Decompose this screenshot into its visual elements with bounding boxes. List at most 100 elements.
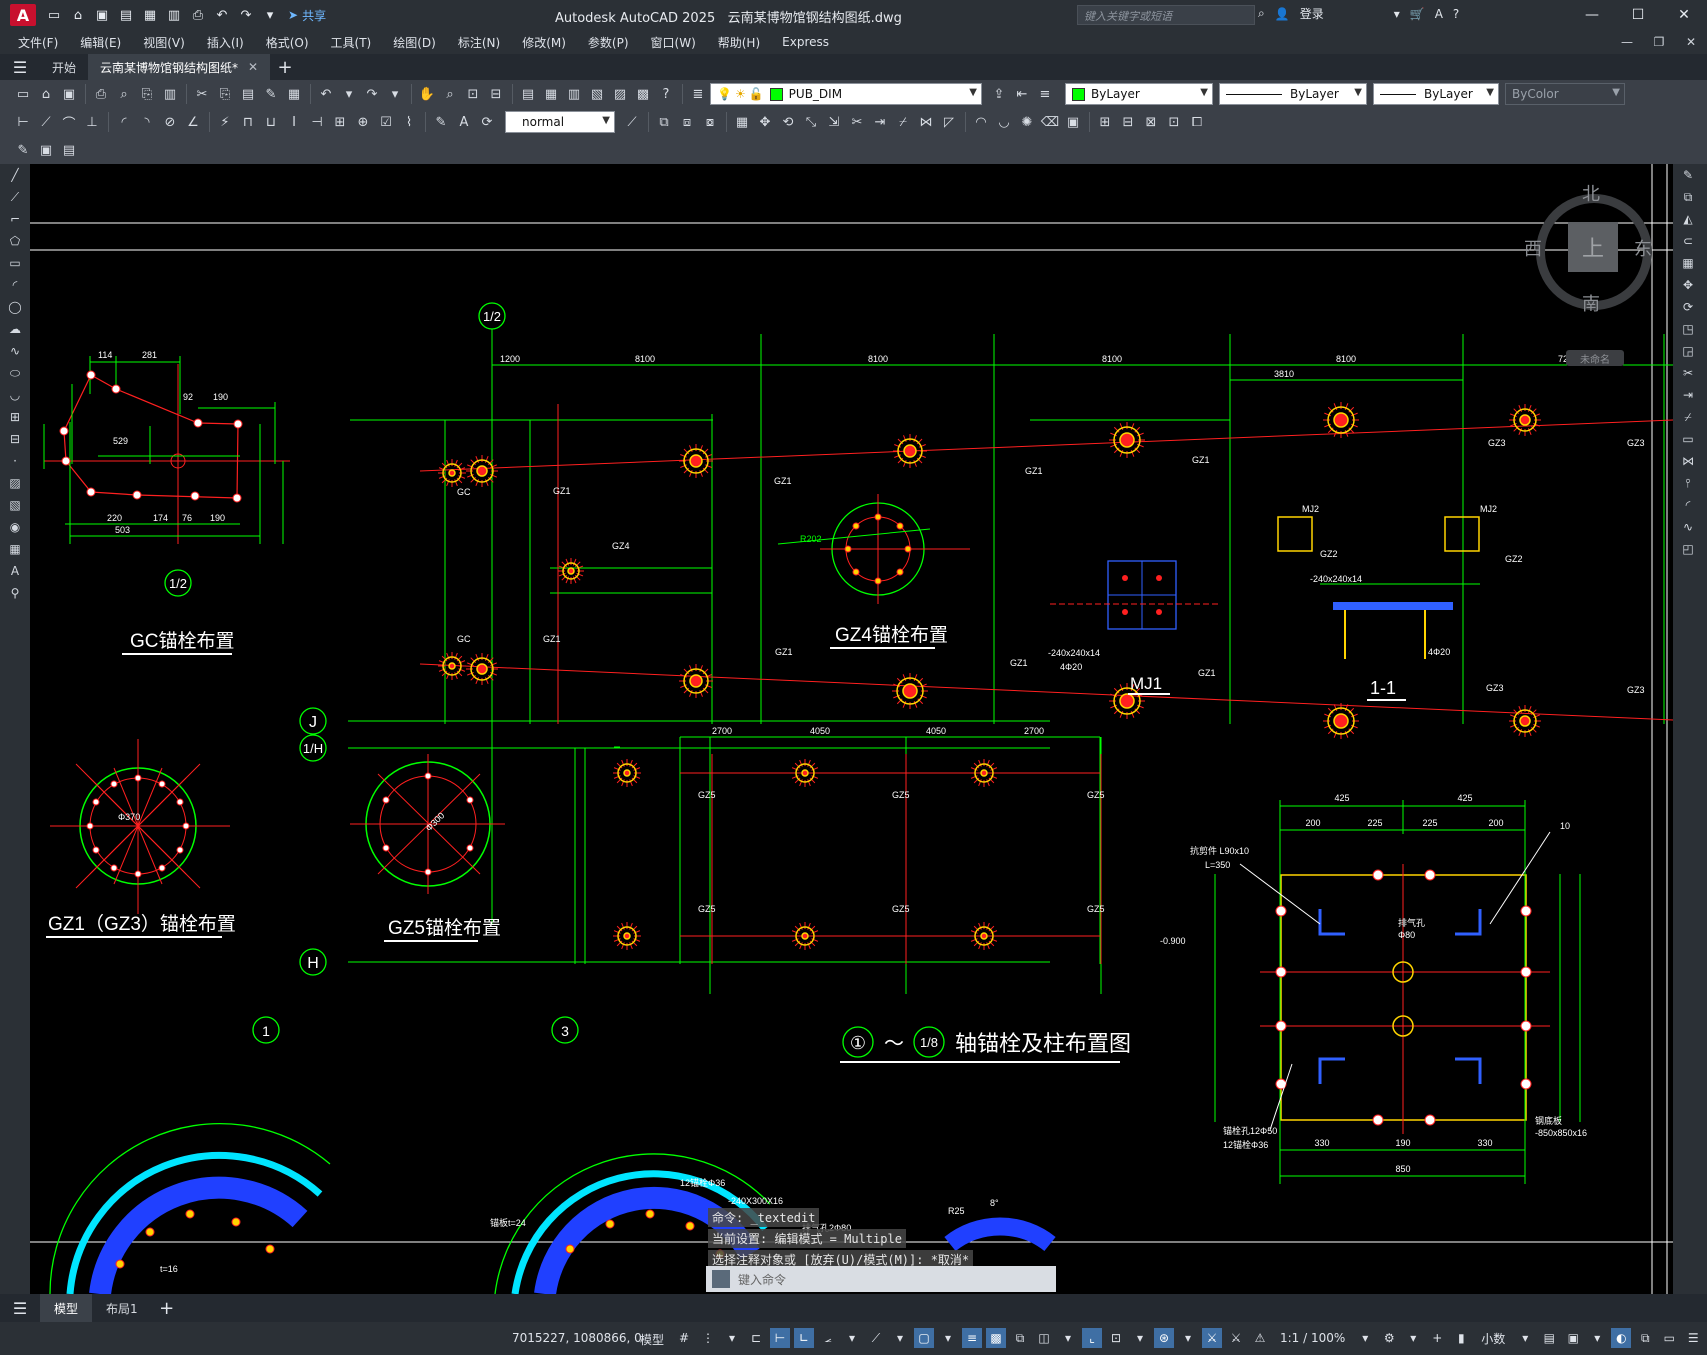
explode-icon[interactable]: ✺: [1021, 114, 1033, 130]
arc-length-icon[interactable]: ⌒: [62, 116, 76, 132]
make-block-icon[interactable]: ⊟: [9, 432, 21, 446]
selection-filter-icon[interactable]: ⊡: [1110, 1331, 1122, 1345]
lock-dropdown-icon[interactable]: ▾: [1594, 1331, 1601, 1345]
new-tab-button[interactable]: +: [277, 56, 293, 78]
copy-icon[interactable]: ⧉: [1683, 189, 1693, 204]
ordinate-dim-icon[interactable]: ⊥: [86, 114, 98, 130]
share-button[interactable]: ➤ 共享: [288, 8, 327, 23]
lineweight-dropdown[interactable]: ByLayer ▼: [1373, 83, 1499, 105]
qnew-icon[interactable]: ▭: [16, 86, 30, 102]
refclose-icon[interactable]: ▣: [39, 142, 53, 158]
make-current-layer-icon[interactable]: ⇪: [993, 86, 1005, 102]
units-label[interactable]: 小数: [1481, 1331, 1506, 1346]
scale-dropdown-icon[interactable]: ▾: [1362, 1331, 1369, 1345]
clean-screen-icon[interactable]: ▭: [1663, 1331, 1675, 1345]
menu-tools[interactable]: 工具(T): [330, 35, 372, 50]
rotate-icon[interactable]: ⟳: [1682, 300, 1694, 314]
auto-scale-icon[interactable]: ⚔: [1230, 1331, 1242, 1345]
infer-constraints-icon[interactable]: ⊏: [750, 1331, 762, 1345]
menu-express[interactable]: Express: [782, 35, 829, 49]
line-icon[interactable]: ╱: [11, 168, 19, 182]
dim-break-icon[interactable]: ⊣: [311, 114, 323, 130]
search-icon[interactable]: ⌕: [1258, 6, 1265, 20]
markup-icon[interactable]: ▨: [613, 86, 627, 102]
extend-icon[interactable]: ⇥: [874, 114, 886, 130]
tab-model[interactable]: 模型: [40, 1294, 93, 1322]
trim-icon[interactable]: ✂: [1682, 366, 1694, 380]
group-icon[interactable]: ▣: [1066, 114, 1080, 130]
trim-icon[interactable]: ✂: [851, 114, 863, 130]
quick-dim-icon[interactable]: ⚡: [220, 114, 230, 130]
wblock-icon[interactable]: ⧠: [1191, 114, 1203, 130]
region-icon[interactable]: ◉: [9, 520, 21, 534]
stretch-icon[interactable]: ◲: [1682, 344, 1694, 358]
layer-dropdown[interactable]: 💡 ☀ 🔓 PUB_DIM ▼: [710, 83, 982, 105]
design-center-icon[interactable]: ▦: [544, 86, 558, 102]
rectangle-icon[interactable]: ▭: [9, 256, 21, 270]
refset-icon[interactable]: ▤: [62, 142, 76, 158]
polygon-icon[interactable]: ⬠: [9, 234, 21, 248]
command-input[interactable]: 键入命令: [706, 1266, 1056, 1292]
object-snap-icon[interactable]: ▢: [914, 1328, 934, 1348]
graphics-performance-icon[interactable]: ⧉: [1641, 1330, 1650, 1345]
transparency-icon[interactable]: ▩: [986, 1328, 1006, 1348]
redo-dropdown-icon[interactable]: ▾: [391, 86, 399, 102]
workspace-dropdown-icon[interactable]: ▾: [1410, 1331, 1417, 1345]
explode-icon[interactable]: ◰: [1682, 542, 1694, 556]
undo-icon[interactable]: ↶: [216, 7, 228, 23]
dim-space-icon[interactable]: I: [292, 114, 296, 130]
object-snap-dropdown-icon[interactable]: ▾: [944, 1331, 952, 1345]
workspace-icon[interactable]: ⚙: [1383, 1331, 1395, 1345]
fillet-icon[interactable]: ◠: [975, 114, 987, 130]
menu-modify[interactable]: 修改(M): [522, 35, 566, 50]
login-button[interactable]: 登录: [1299, 7, 1324, 21]
plot-icon[interactable]: ⎙: [95, 86, 107, 102]
break-icon[interactable]: ▭: [1682, 432, 1694, 446]
block-editor-icon[interactable]: ▦: [287, 86, 301, 102]
menu-edit[interactable]: 编辑(E): [80, 35, 122, 50]
ucs-menu[interactable]: 未命名: [1566, 350, 1624, 366]
mirror-icon[interactable]: ◭: [1683, 212, 1693, 226]
copy-object-icon[interactable]: ⧉: [659, 114, 669, 130]
export-icon[interactable]: ▥: [167, 7, 181, 23]
gradient-icon[interactable]: ▧: [9, 498, 21, 512]
new-file-icon[interactable]: ▭: [47, 7, 61, 23]
blend-icon[interactable]: ◡: [998, 114, 1010, 130]
save-as-icon[interactable]: ▤: [119, 7, 133, 23]
menu-parametric[interactable]: 参数(P): [587, 35, 629, 50]
paste-icon[interactable]: ▤: [241, 86, 255, 102]
move-icon[interactable]: ✥: [759, 114, 771, 130]
tab-layout1[interactable]: 布局1: [106, 1301, 138, 1316]
zoom-window-icon[interactable]: ⊡: [467, 86, 479, 102]
viewcube-top-face[interactable]: 上: [1568, 222, 1618, 272]
search-input[interactable]: 键入关键字或短语: [1077, 5, 1255, 25]
help-icon[interactable]: ?: [662, 86, 670, 102]
offset-icon[interactable]: ⊂: [1682, 234, 1694, 248]
doc-close-icon[interactable]: ✕: [1685, 35, 1697, 49]
user-icon[interactable]: 👤: [1274, 6, 1290, 21]
rotate-icon[interactable]: ⟲: [782, 114, 794, 130]
menu-dimension[interactable]: 标注(N): [457, 35, 501, 50]
help-icon[interactable]: ?: [1452, 6, 1460, 21]
join-icon[interactable]: ⋈: [919, 114, 933, 130]
layout-menu-icon[interactable]: ☰: [12, 1298, 28, 1318]
gizmo-dropdown-icon[interactable]: ▾: [1184, 1331, 1192, 1345]
annotation-scale-icon[interactable]: ⚠: [1254, 1331, 1266, 1345]
tab-start[interactable]: 开始: [52, 60, 77, 75]
customize-qat-icon[interactable]: ▾: [266, 7, 274, 23]
isometric-icon[interactable]: ⟋: [871, 1330, 881, 1345]
zoom-previous-icon[interactable]: ⊟: [490, 86, 502, 102]
maximize-icon[interactable]: ☐: [1631, 7, 1645, 23]
plotstyle-dropdown[interactable]: ByColor ▼: [1505, 83, 1625, 105]
jogged-dim-icon[interactable]: ◝: [144, 114, 150, 130]
object-snap-tracking-icon[interactable]: ▾: [896, 1331, 904, 1345]
diameter-dim-icon[interactable]: ⊘: [164, 114, 176, 130]
angular-dim-icon[interactable]: ∠: [187, 114, 199, 130]
menu-view[interactable]: 视图(V): [143, 35, 185, 50]
annotation-visibility-icon[interactable]: ⚔: [1202, 1328, 1222, 1348]
dimstyle-dropdown[interactable]: normal ▼: [505, 111, 615, 133]
doc-restore-icon[interactable]: ❐: [1653, 35, 1665, 49]
undo-dropdown-icon[interactable]: ▾: [345, 86, 353, 102]
move-icon[interactable]: ✥: [1682, 278, 1694, 292]
undo-icon[interactable]: ↶: [320, 86, 332, 102]
